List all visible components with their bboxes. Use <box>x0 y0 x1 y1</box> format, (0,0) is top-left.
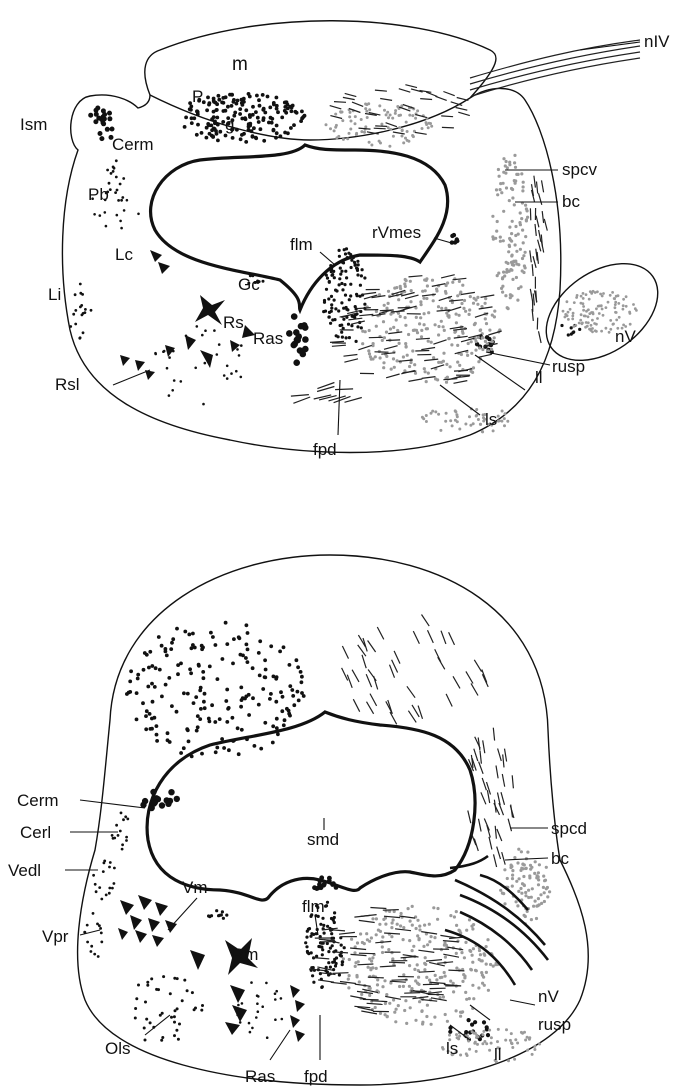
label-spcv: spcv <box>562 160 597 179</box>
upper-nV-ellipse <box>528 244 675 381</box>
label-Li: Li <box>48 285 61 304</box>
label-spcd: spcd <box>551 819 587 838</box>
label-ls-lower: ls <box>446 1039 458 1058</box>
label-bc-upper: bc <box>562 192 580 211</box>
label-P: P <box>192 87 203 106</box>
label-Rm: Rm <box>232 945 258 964</box>
label-Ras-upper: Ras <box>253 329 283 348</box>
label-ls-upper: ls <box>485 410 497 429</box>
label-Lc: Lc <box>115 245 133 264</box>
label-smd: smd <box>307 830 339 849</box>
label-Ras-lower: Ras <box>245 1067 275 1086</box>
label-Rsl: Rsl <box>55 375 80 394</box>
label-Cerl: Cerl <box>20 823 51 842</box>
label-Gc: Gc <box>238 275 260 294</box>
label-m: m <box>232 54 248 75</box>
label-fpd-lower: fpd <box>304 1067 328 1086</box>
label-Ols: Ols <box>105 1039 131 1058</box>
lower-ventricle <box>147 712 475 900</box>
label-Vpr: Vpr <box>42 927 69 946</box>
label-rusp-lower: rusp <box>538 1015 571 1034</box>
label-Ism: Ism <box>20 115 47 134</box>
label-bc-lower: bc <box>551 849 569 868</box>
label-rusp-upper: rusp <box>552 357 585 376</box>
label-nV-lower: nV <box>538 987 559 1006</box>
label-flm-lower: flm <box>302 897 325 916</box>
lower-section: smd Cerm Cerl spcd Vedl bc Vm flm Vpr Rm… <box>8 555 588 1086</box>
label-flm-upper: flm <box>290 235 313 254</box>
label-Cerm-lower: Cerm <box>17 791 59 810</box>
label-Vm: Vm <box>182 878 208 897</box>
label-ll-upper: ll <box>535 368 543 387</box>
label-nIV: nIV <box>644 32 670 51</box>
label-rVmes: rVmes <box>372 223 421 242</box>
label-ll-lower: ll <box>494 1045 502 1064</box>
label-Cerm-upper: Cerm <box>112 135 154 154</box>
label-Rs: Rs <box>223 313 244 332</box>
nIV-nerve-fibers <box>470 40 640 96</box>
label-Vedl: Vedl <box>8 861 41 880</box>
label-Pb: Pb <box>88 185 109 204</box>
label-fpd-upper: fpd <box>313 440 337 459</box>
label-nV-upper: nV <box>615 327 636 346</box>
upper-section: nIV m P g Ism Cerm Pb spcv bc rVmes flm … <box>20 21 676 459</box>
label-g: g <box>225 115 234 134</box>
